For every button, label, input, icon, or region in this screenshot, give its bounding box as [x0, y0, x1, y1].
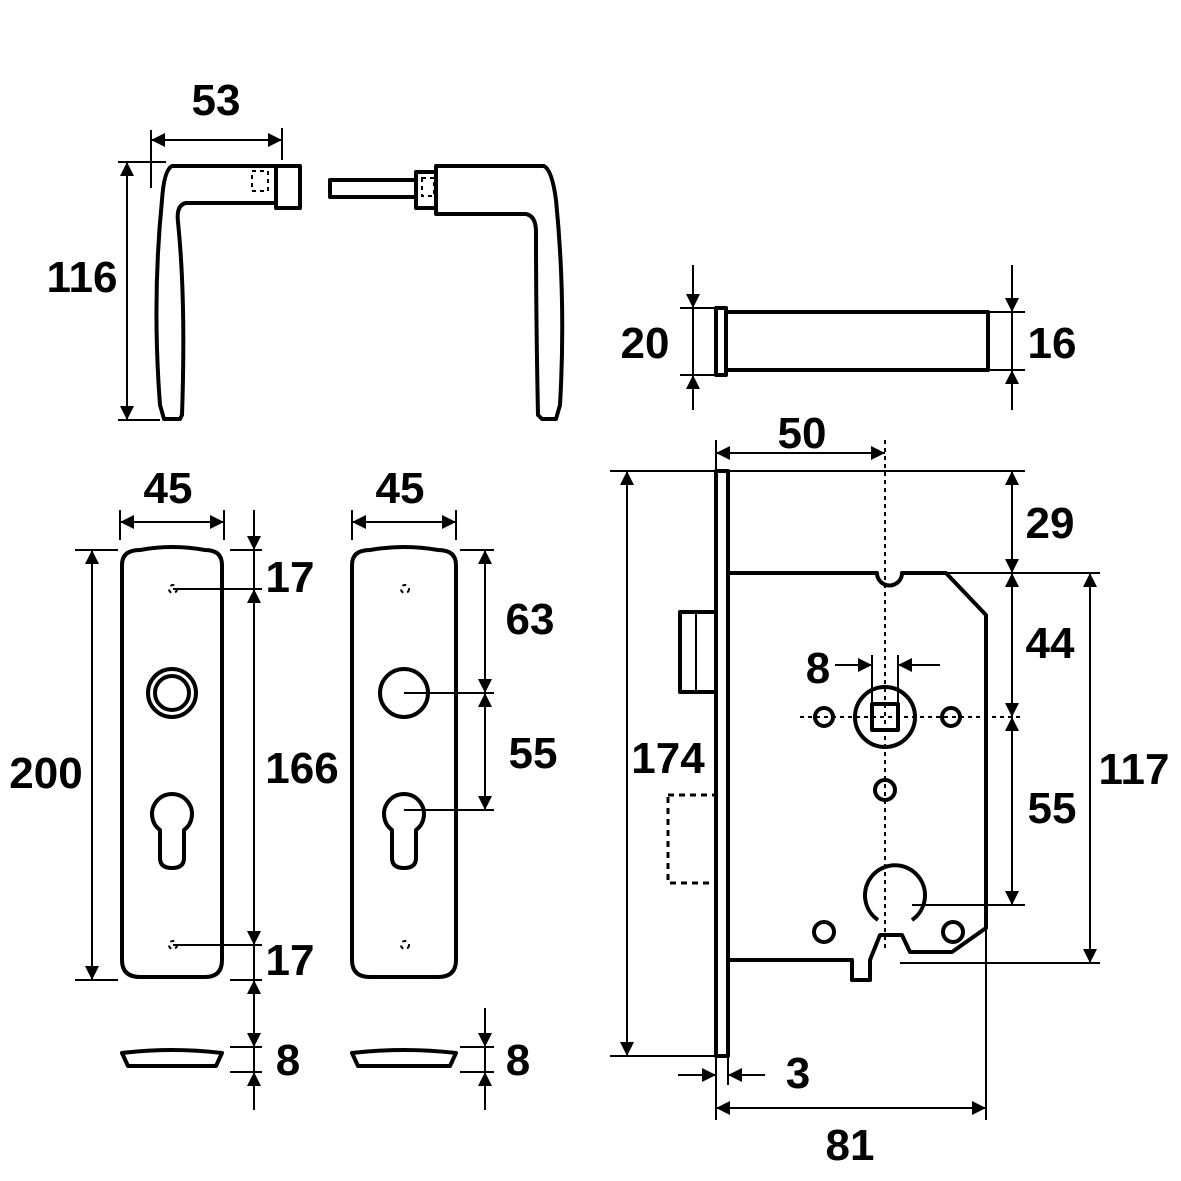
case-to-spindle-label: 44 — [1026, 619, 1075, 668]
dimension-mortise-lock: 50 8 174 29 44 55 117 3 8 — [610, 409, 1169, 1170]
spindle-size-label: 8 — [806, 644, 830, 693]
top-screw-label: 17 — [266, 553, 315, 602]
case-height-label: 117 — [1099, 745, 1170, 794]
spindle-inner-label: 16 — [1028, 319, 1077, 368]
lever-handle-right — [328, 164, 565, 421]
spindle: 20 16 — [621, 265, 1077, 410]
escutcheon-plate-right — [350, 545, 494, 1068]
dimension-escutcheon-left: 45 200 17 166 17 8 — [9, 464, 339, 1110]
mortise-lock — [666, 440, 1020, 1058]
handle-height-label: 116 — [47, 253, 118, 302]
spindle-from-top-label: 63 — [506, 595, 555, 644]
handle-width-label: 53 — [192, 76, 241, 125]
forend-length-label: 174 — [631, 734, 705, 783]
escutcheon-plate-left — [120, 545, 262, 1068]
bottom-screw-label: 17 — [266, 936, 315, 985]
escutcheon-left-width-label: 45 — [144, 464, 193, 513]
spindle-outer-label: 20 — [621, 319, 670, 368]
screw-span-label: 166 — [265, 744, 338, 793]
escutcheon-height-label: 200 — [9, 749, 82, 798]
lever-handle-left — [154, 164, 302, 421]
total-depth-label: 81 — [826, 1121, 875, 1170]
lock-centre-distance-label: 55 — [1028, 784, 1077, 833]
dimension-escutcheon-right: 45 63 55 8 — [351, 464, 558, 1110]
escutcheon-right-width-label: 45 — [376, 464, 425, 513]
dimension-handle-width: 53 — [150, 76, 283, 188]
backset-label: 50 — [778, 409, 827, 458]
dimension-handle-height: 116 — [47, 161, 166, 421]
top-to-case-label: 29 — [1026, 499, 1075, 548]
forend-thickness-label: 3 — [786, 1049, 810, 1098]
escutcheon-right-thickness-label: 8 — [506, 1036, 530, 1085]
escutcheon-centre-distance-label: 55 — [509, 729, 558, 778]
escutcheon-left-thickness-label: 8 — [276, 1036, 300, 1085]
